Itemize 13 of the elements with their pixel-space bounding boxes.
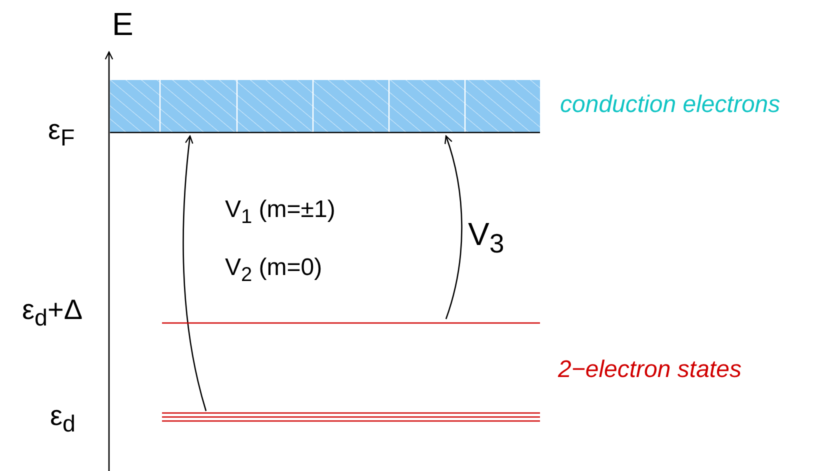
axis-label: E <box>112 8 134 40</box>
level-symbol: ε$_{d}$+Δ <box>22 296 83 330</box>
conduction-band <box>110 80 540 133</box>
coupling-label: V$_{1}$ (m=±1) <box>225 198 336 227</box>
coupling-label: V$_{2}$ (m=0) <box>225 256 322 285</box>
states-caption: 2−electron states <box>558 358 742 382</box>
edge-label: V$_{3}$ <box>468 218 504 258</box>
arrow <box>182 135 207 412</box>
band-caption: conduction electrons <box>560 93 780 117</box>
level-symbol: ε$_{F}$ <box>48 116 75 150</box>
energy-level-lines <box>162 410 540 424</box>
level-symbol: ε$_{d}$ <box>50 402 76 436</box>
arrow <box>444 135 462 320</box>
